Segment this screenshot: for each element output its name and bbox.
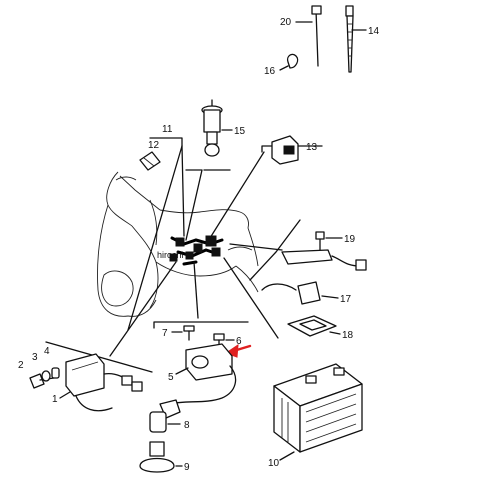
part-17-regulator	[261, 249, 367, 305]
callout-2: 2	[18, 360, 24, 371]
callout-1: 1	[52, 394, 58, 405]
callout-8: 8	[184, 420, 190, 431]
part-16-clip	[279, 53, 299, 71]
part-7-screw	[171, 325, 195, 341]
callout-9: 9	[184, 462, 190, 473]
wire-harness-cluster	[169, 235, 224, 266]
part-9-boot	[139, 441, 183, 473]
part-13-relay	[271, 135, 299, 165]
callout-19: 19	[344, 234, 356, 245]
part-15-flasher-relay	[201, 99, 233, 157]
callout-4: 4	[44, 346, 50, 357]
part-8-plug-cap	[149, 399, 181, 433]
callout-5: 5	[168, 372, 174, 383]
part-1-cdi-unit	[59, 353, 143, 412]
callout-6: 6	[236, 336, 242, 347]
part-19-bolt	[315, 231, 343, 251]
watermark-text: hirochi	[157, 250, 184, 260]
part-14-cable-tie	[345, 5, 367, 73]
callout-10: 10	[268, 458, 280, 469]
part-20-long-bolt	[295, 5, 322, 67]
part-4-collar	[51, 367, 60, 379]
callout-17: 17	[340, 294, 352, 305]
leader-lines	[45, 137, 323, 373]
callout-16: 16	[264, 66, 276, 77]
callout-13: 13	[306, 142, 318, 153]
callout-20: 20	[280, 17, 292, 28]
scooter-outline	[97, 171, 259, 317]
callout-14: 14	[368, 26, 380, 37]
part-12-fuse	[139, 151, 161, 171]
callout-7: 7	[162, 328, 168, 339]
callout-18: 18	[342, 330, 354, 341]
part-10-battery	[273, 363, 363, 461]
part-5-ignition-coil	[169, 343, 237, 405]
callout-11: 11	[162, 124, 173, 135]
callout-15: 15	[234, 126, 246, 137]
callout-3: 3	[32, 352, 38, 363]
part-3-washer	[41, 370, 51, 382]
part-18-battery-plate	[287, 315, 341, 337]
callout-12: 12	[148, 140, 160, 151]
